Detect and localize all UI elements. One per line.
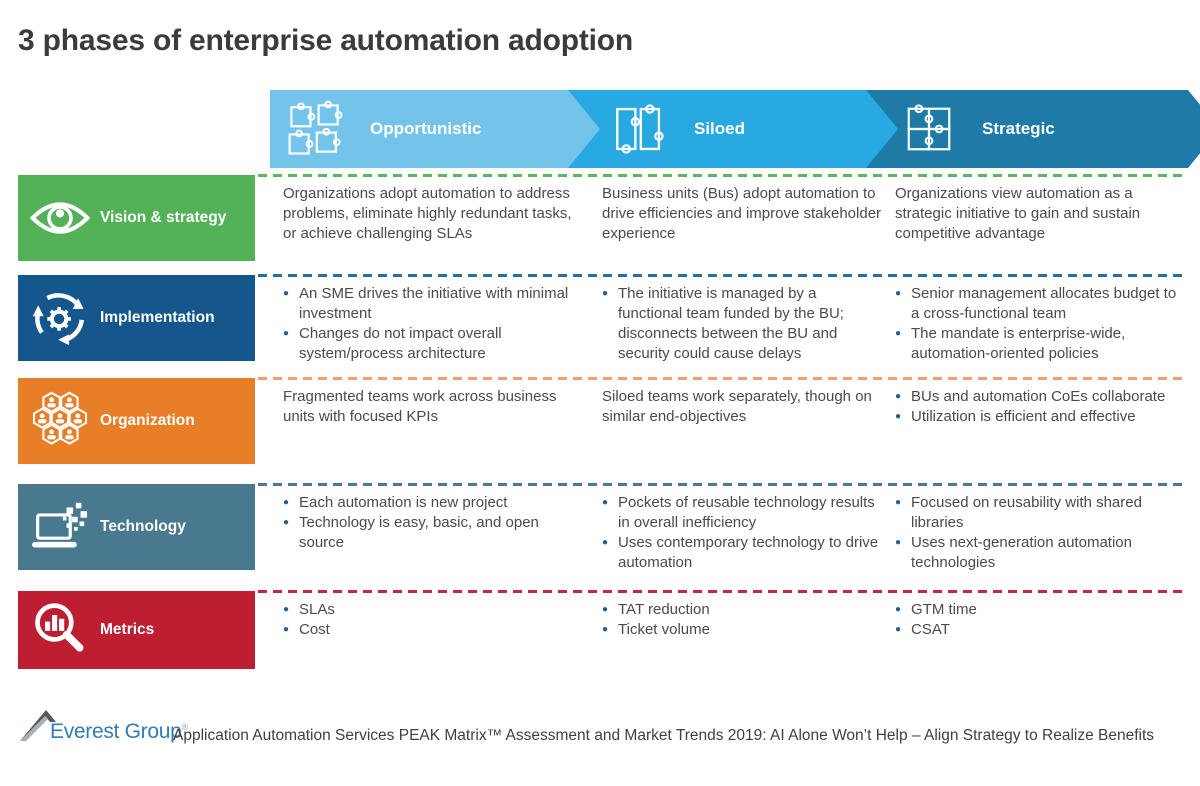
cell-siloed: Siloed teams work separately, though on …: [602, 387, 882, 427]
cell-opportunistic: Each automation is new projectTechnology…: [283, 493, 577, 553]
puzzle-pieces-grid-icon: [902, 102, 956, 156]
bullet-item: Each automation is new project: [283, 493, 577, 513]
cell-siloed: The initiative is managed by a functiona…: [602, 284, 882, 364]
registered-mark: ®: [181, 722, 189, 732]
row-header: Technology: [18, 484, 255, 570]
bullet-item: Ticket volume: [602, 620, 882, 640]
row-implementation: Implementation An SME drives the initiati…: [0, 274, 1200, 366]
cell-opportunistic: SLAsCost: [283, 600, 577, 640]
bullet-item: Pockets of reusable technology results i…: [602, 493, 882, 533]
laptop-pixels-icon: [28, 500, 92, 554]
everest-group-mountain-logo-icon: [20, 708, 72, 747]
bullet-item: BUs and automation CoEs collaborate: [895, 387, 1187, 407]
bullet-item: Cost: [283, 620, 577, 640]
cell-strategic: Focused on reusability with shared libra…: [895, 493, 1187, 573]
cell-opportunistic: Organizations adopt automation to addres…: [283, 184, 577, 244]
row-header: Vision & strategy: [18, 175, 255, 261]
row-vision-strategy: Vision & strategy Organizations adopt aut…: [0, 174, 1200, 266]
bullet-item: An SME drives the initiative with minima…: [283, 284, 577, 324]
cell-siloed: Pockets of reusable technology results i…: [602, 493, 882, 573]
bullet-item: TAT reduction: [602, 600, 882, 620]
bullet-item: SLAs: [283, 600, 577, 620]
row-header: Organization: [18, 378, 255, 464]
cell-strategic: Senior management allocates budget to a …: [895, 284, 1187, 364]
phase-label: Opportunistic: [370, 119, 482, 138]
bullet-item: CSAT: [895, 620, 1187, 640]
row-dashed-divider: [258, 274, 1182, 277]
cell-paragraph: Business units (Bus) adopt automation to…: [602, 185, 882, 242]
row-dashed-divider: [258, 377, 1182, 380]
phase-chevron-band: Opportunistic Siloed Strategic: [270, 90, 1185, 168]
process-gear-icon: [28, 289, 92, 347]
cell-siloed: TAT reductionTicket volume: [602, 600, 882, 640]
cell-paragraph: Fragmented teams work across business un…: [283, 388, 557, 425]
cell-strategic: BUs and automation CoEs collaborateUtili…: [895, 387, 1187, 427]
row-dashed-divider: [258, 590, 1182, 593]
bullet-item: Uses contemporary technology to drive au…: [602, 533, 882, 573]
cell-siloed: Business units (Bus) adopt automation to…: [602, 184, 882, 244]
puzzle-pieces-scattered-icon: [286, 100, 344, 158]
phase-chevron-strategic: Strategic: [866, 90, 1200, 168]
row-dashed-divider: [258, 483, 1182, 486]
phase-chevron-opportunistic: Opportunistic: [270, 90, 616, 168]
footer-caption: Application Automation Services PEAK Mat…: [173, 727, 1155, 744]
phase-label: Strategic: [982, 119, 1055, 138]
cell-opportunistic: Fragmented teams work across business un…: [283, 387, 577, 427]
row-header: Metrics: [18, 591, 255, 669]
bullet-item: The initiative is managed by a functiona…: [602, 284, 882, 364]
row-organization: Organization Fragmented teams work across…: [0, 377, 1200, 469]
cell-strategic: Organizations view automation as a strat…: [895, 184, 1187, 244]
phase-label: Siloed: [694, 119, 746, 138]
row-technology: Technology Each automation is new project…: [0, 483, 1200, 575]
magnifier-bars-icon: [28, 600, 92, 660]
row-header: Implementation: [18, 275, 255, 361]
cell-opportunistic: An SME drives the initiative with minima…: [283, 284, 577, 364]
cell-paragraph: Organizations view automation as a strat…: [895, 185, 1141, 242]
bullet-item: Changes do not impact overall system/pro…: [283, 324, 577, 364]
row-label: Technology: [100, 518, 186, 536]
row-dashed-divider: [258, 174, 1182, 177]
bullet-item: Senior management allocates budget to a …: [895, 284, 1187, 324]
cell-strategic: GTM timeCSAT: [895, 600, 1187, 640]
row-label: Organization: [100, 412, 195, 430]
row-metrics: Metrics SLAsCost TAT reductionTicket volum…: [0, 590, 1200, 674]
puzzle-pieces-pair-icon: [610, 100, 668, 158]
people-hexagons-icon: [28, 390, 92, 452]
everest-group-logo-text: Everest Group®: [50, 720, 189, 743]
footer: Everest Group® Application Automation Se…: [18, 706, 1188, 758]
bullet-item: GTM time: [895, 600, 1187, 620]
row-label: Vision & strategy: [100, 209, 227, 227]
bullet-item: Uses next-generation automation technolo…: [895, 533, 1187, 573]
cell-paragraph: Siloed teams work separately, though on …: [602, 388, 872, 425]
eye-icon: [28, 197, 92, 239]
bullet-item: Technology is easy, basic, and open sour…: [283, 513, 577, 553]
cell-paragraph: Organizations adopt automation to addres…: [283, 185, 572, 242]
row-label: Implementation: [100, 309, 215, 327]
bullet-item: The mandate is enterprise-wide, automati…: [895, 324, 1187, 364]
row-label: Metrics: [100, 621, 155, 639]
bullet-item: Utilization is efficient and effective: [895, 407, 1187, 427]
page-title: 3 phases of enterprise automation adopti…: [18, 24, 634, 57]
bullet-item: Focused on reusability with shared libra…: [895, 493, 1187, 533]
